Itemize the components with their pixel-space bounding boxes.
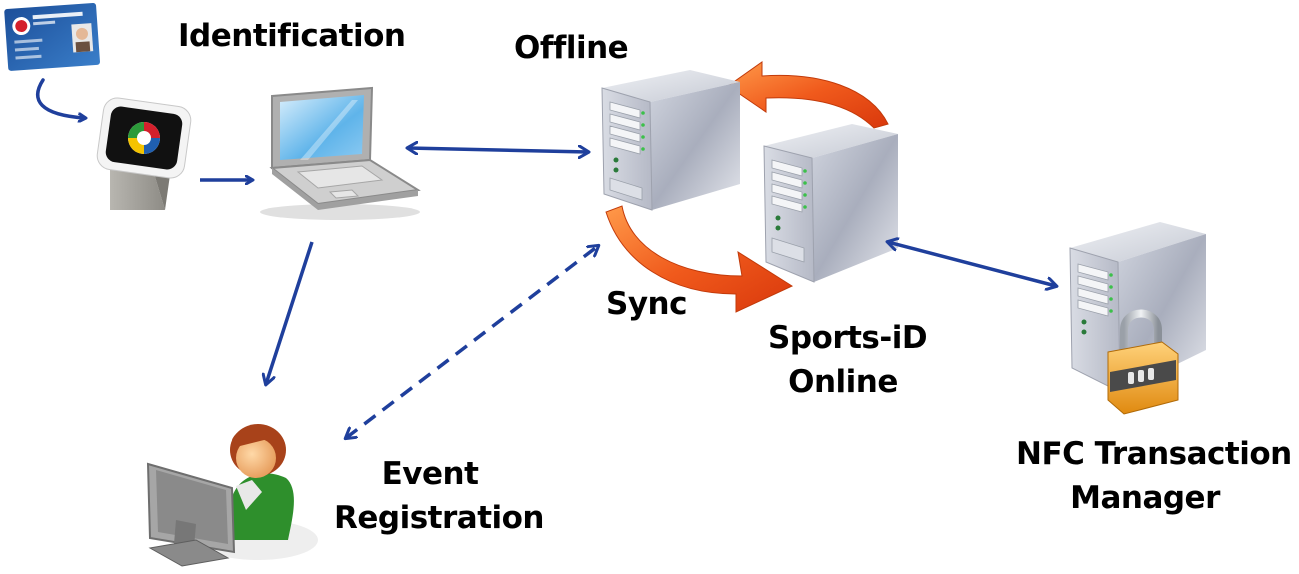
identification-label: Identification <box>178 18 406 54</box>
nfc-reader-icon <box>96 97 192 210</box>
sports-id-online-line2: Online <box>788 364 898 400</box>
arrow-registration-offline-dashed <box>346 246 598 438</box>
sync-arrow-top <box>727 61 889 129</box>
online-server-icon <box>763 124 898 283</box>
nfc-transaction-manager-label: NFC Transaction Manager <box>1016 432 1292 520</box>
offline-label: Offline <box>514 30 629 66</box>
event-registration-line2: Registration <box>334 500 545 536</box>
event-registration-icon <box>146 424 318 567</box>
nfc-transaction-manager-line2: Manager <box>1070 480 1220 516</box>
padlock-icon <box>1107 309 1179 415</box>
arrow-laptop-to-registration <box>266 241 314 384</box>
arrow-card-to-reader <box>36 78 85 118</box>
event-registration-label: Event Registration <box>334 452 545 540</box>
sync-label: Sync <box>606 286 687 322</box>
laptop-icon <box>260 86 421 220</box>
sync-arrow-bottom <box>605 205 794 313</box>
sports-id-online-line1: Sports-iD <box>768 320 928 356</box>
sports-id-online-label: Sports-iD Online <box>768 316 928 404</box>
arrow-online-nfc <box>888 242 1056 286</box>
event-registration-line1: Event <box>381 456 479 492</box>
offline-server-icon <box>601 70 740 211</box>
id-card-icon <box>4 2 100 71</box>
arrow-laptop-offline <box>408 148 588 152</box>
nfc-transaction-manager-line1: NFC Transaction <box>1016 436 1292 472</box>
